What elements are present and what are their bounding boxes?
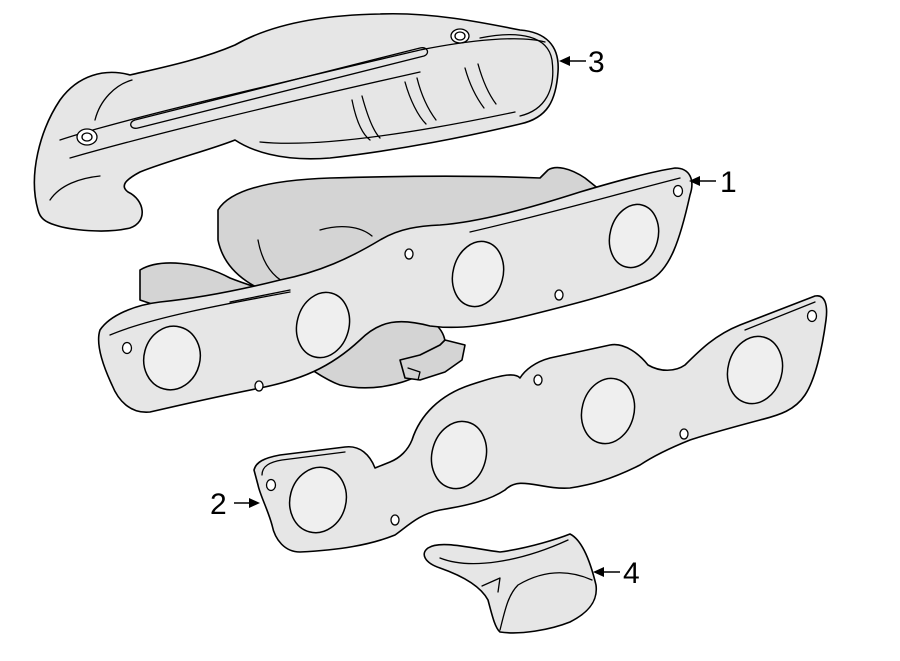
callout-4: 4	[593, 557, 640, 590]
callout-1: 1	[689, 166, 737, 199]
manifold-gasket-part[interactable]	[253, 295, 828, 553]
lower-heat-shield-part[interactable]	[423, 533, 598, 634]
exhaust-manifold-part[interactable]	[97, 166, 693, 413]
callout-2: 2	[210, 488, 260, 521]
callout-1-label: 1	[720, 166, 737, 199]
callout-4-label: 4	[623, 557, 640, 590]
callout-2-label: 2	[210, 488, 227, 521]
callout-3: 3	[559, 46, 605, 79]
callout-3-label: 3	[588, 46, 605, 79]
heat-shield-part[interactable]	[33, 12, 559, 232]
